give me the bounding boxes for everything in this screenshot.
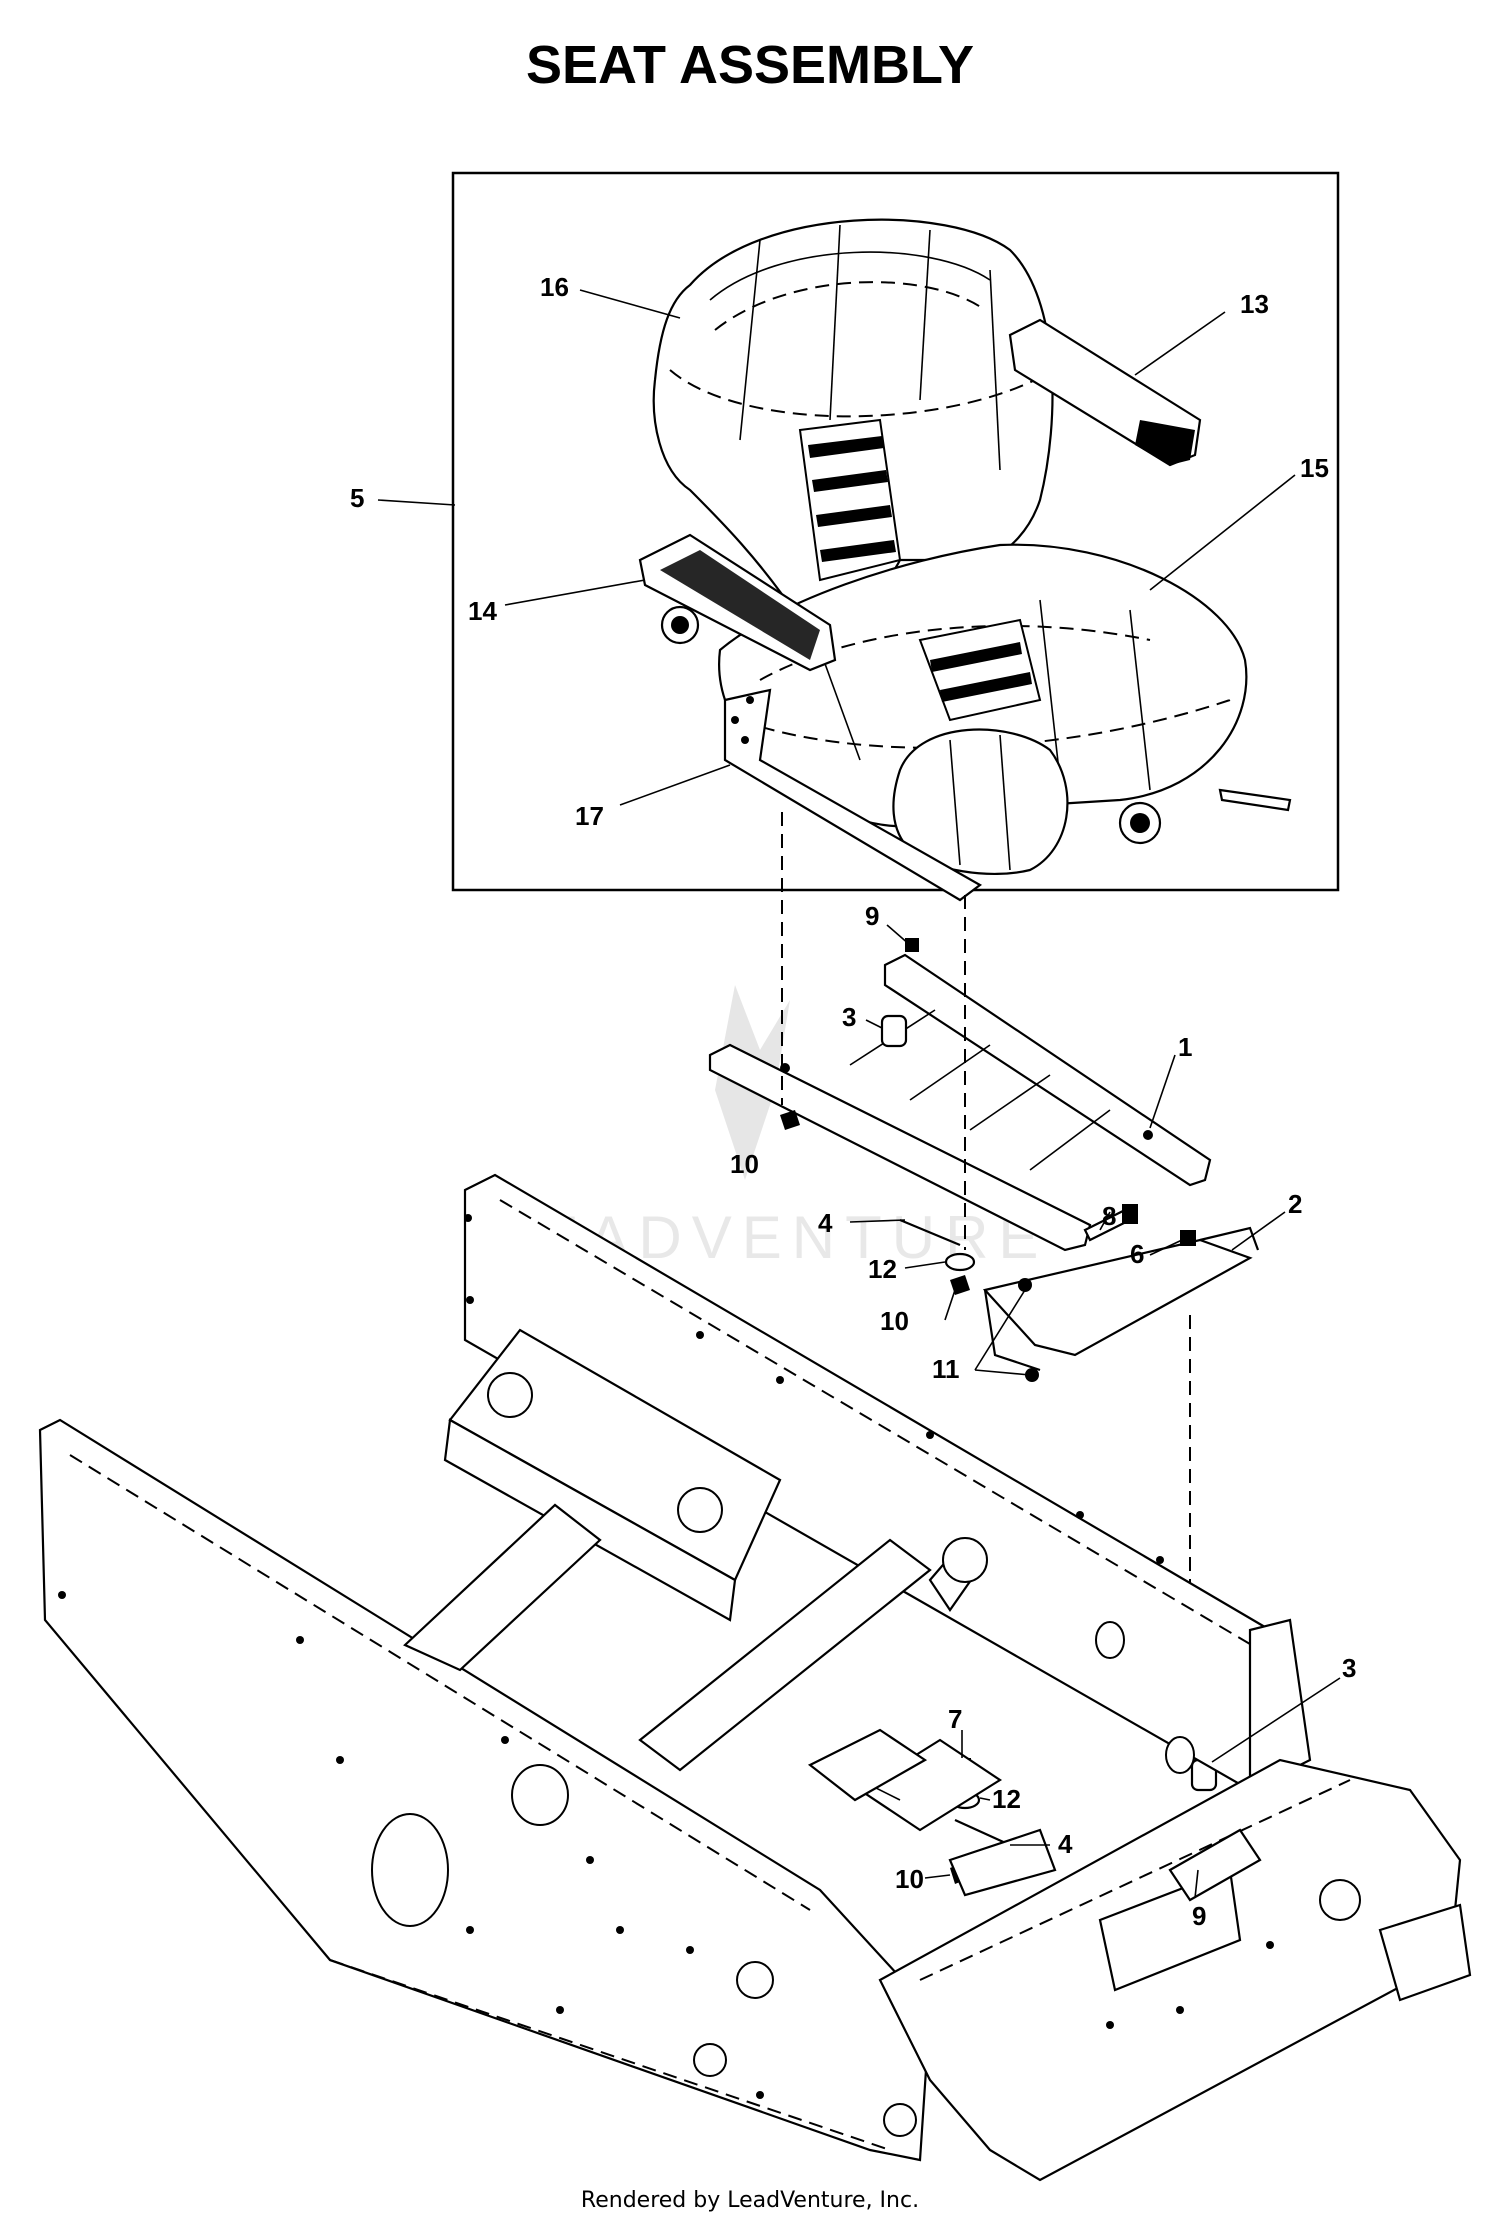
callout-6: 6 xyxy=(1130,1239,1144,1269)
callout-10-mid: 10 xyxy=(880,1306,909,1336)
seat-mount-bracket xyxy=(708,953,1212,1252)
callout-11: 11 xyxy=(932,1354,960,1384)
footer-credit: Rendered by LeadVenture, Inc. xyxy=(580,2188,920,2213)
callout-10-bottom: 10 xyxy=(895,1864,924,1894)
diagram-title: SEAT ASSEMBLY xyxy=(525,35,975,95)
callout-3-bottom: 3 xyxy=(1342,1653,1356,1683)
callout-3-top: 3 xyxy=(842,1002,856,1032)
callout-2: 2 xyxy=(1288,1189,1302,1219)
callout-12-bottom: 12 xyxy=(992,1784,1021,1814)
tractor-frame xyxy=(38,1173,1472,2182)
callout-9-top: 9 xyxy=(865,901,879,931)
callout-1: 1 xyxy=(1178,1032,1192,1062)
callout-4-top: 4 xyxy=(818,1208,833,1238)
callout-13: 13 xyxy=(1240,289,1269,319)
callout-5: 5 xyxy=(350,483,364,513)
seat-assembly-box xyxy=(451,171,1340,892)
callout-12-top: 12 xyxy=(868,1254,897,1284)
alignment-lines xyxy=(781,812,1191,1760)
callout-14: 14 xyxy=(468,596,497,626)
callout-8: 8 xyxy=(1102,1201,1116,1231)
callout-9-bottom: 9 xyxy=(1192,1901,1206,1931)
callout-15: 15 xyxy=(1300,453,1329,483)
leader-lines xyxy=(377,289,1341,1899)
callout-7: 7 xyxy=(948,1704,962,1734)
callout-16: 16 xyxy=(540,272,569,302)
callout-4-bottom: 4 xyxy=(1058,1829,1073,1859)
callout-17: 17 xyxy=(575,801,604,831)
callouts: 16 13 15 5 14 17 9 3 1 10 8 2 4 6 12 10 … xyxy=(350,272,1356,1931)
seat-drawing xyxy=(638,218,1292,902)
callout-10-left: 10 xyxy=(730,1149,759,1179)
